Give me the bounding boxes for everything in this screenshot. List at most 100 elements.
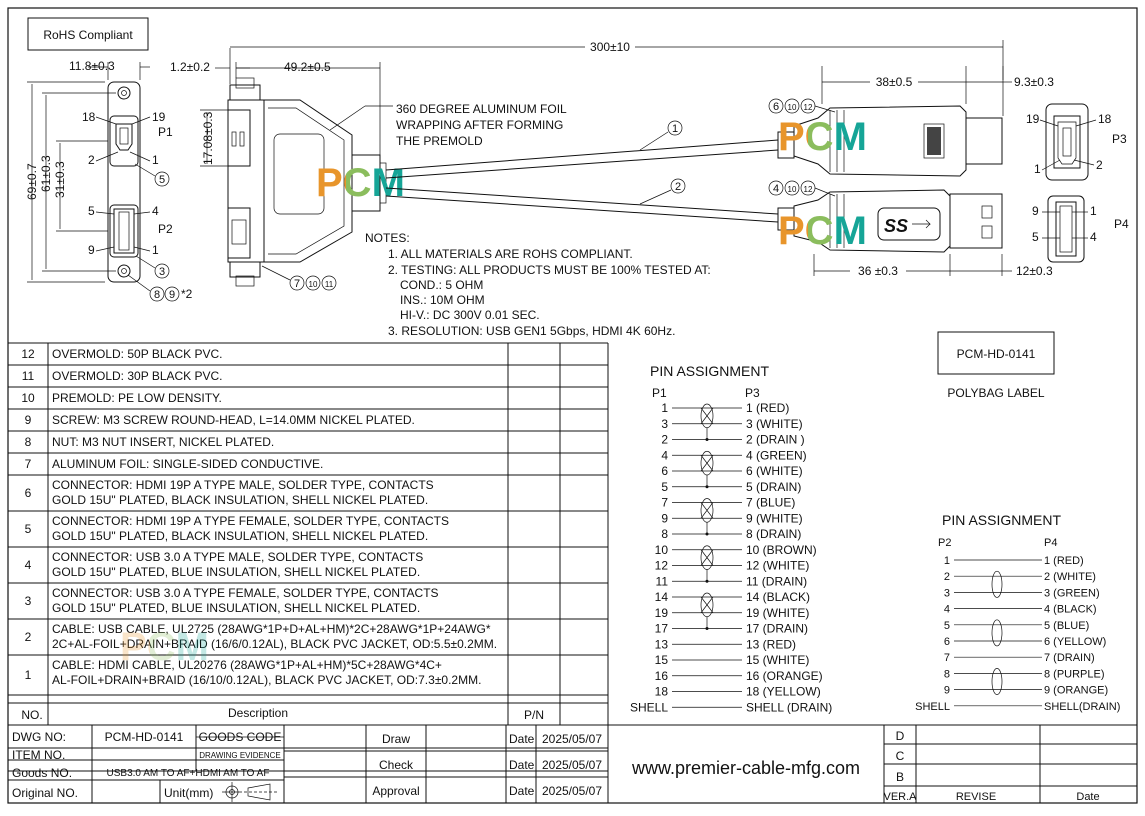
- callout-8: 8: [154, 289, 160, 301]
- pin-hdmi-right-head: P3: [745, 386, 760, 400]
- pin-usb-title: PIN ASSIGNMENT: [942, 512, 1061, 528]
- dim-69: 69±0.7: [25, 163, 39, 200]
- hdmi-plug-dimensions: 38±0.5 9.3±0.3: [821, 66, 1054, 116]
- note-2-cond: COND.: 5 OHM: [400, 278, 483, 292]
- pin-to: 11 (DRAIN): [746, 574, 807, 588]
- pin-from: 8: [944, 668, 950, 680]
- pin-from: 11: [656, 574, 669, 588]
- bom-row-no: 3: [25, 594, 32, 608]
- bom-row-no: 10: [21, 391, 35, 405]
- p1-pin1: 1: [152, 153, 159, 167]
- pin-from: SHELL: [630, 700, 668, 714]
- draw-label: Draw: [382, 732, 410, 746]
- pin-from: 12: [655, 559, 669, 573]
- website-url[interactable]: www.premier-cable-mfg.com: [631, 758, 860, 778]
- pin-from: 1: [944, 555, 950, 567]
- pin-to: 5 (DRAIN): [746, 480, 801, 494]
- dwg-no-label: DWG NO:: [12, 730, 66, 744]
- pin-from: 16: [655, 669, 669, 683]
- pin-from: 9: [661, 511, 668, 525]
- bom-header-pn: P/N: [524, 708, 544, 722]
- panel-side-view: [227, 77, 387, 287]
- pin-to: 1 (RED): [746, 401, 789, 415]
- rev-date-label: Date: [1076, 791, 1099, 803]
- bom-row-no: 1: [25, 668, 32, 682]
- usb-plug-dimensions: 36 ±0.3 12±0.3: [813, 254, 1053, 278]
- dim-1-2: 1.2±0.2: [170, 60, 210, 74]
- bom-row-no: 4: [25, 558, 32, 572]
- pin-from: 3: [661, 417, 668, 431]
- p4-label: P4: [1114, 217, 1129, 231]
- bom-row-description: AL-FOIL+DRAIN+BRAID (16/10/0.12AL), BLAC…: [52, 673, 481, 687]
- cable-callout-1: 1: [672, 123, 678, 135]
- callout-7: 7: [294, 278, 300, 290]
- pin-row: 11 11 (DRAIN): [656, 574, 808, 588]
- callout-9: 9: [169, 289, 175, 301]
- pin-row: 12 12 (WHITE): [655, 559, 810, 573]
- pin-to: 13 (RED): [746, 637, 796, 651]
- title-block: DWG NO: PCM-HD-0141 GOODS CODE ITEM NO. …: [8, 725, 1137, 803]
- bom-row-no: 12: [21, 347, 35, 361]
- pcm-logo-text: PCM: [778, 209, 867, 253]
- p1-pin2: 2: [88, 153, 95, 167]
- dim-38: 38±0.5: [876, 75, 913, 89]
- dim-12: 12±0.3: [1016, 264, 1053, 278]
- p2-pin5: 5: [88, 204, 95, 218]
- dim-17-08: 17.08±0.3: [201, 111, 215, 165]
- bom-row-description: CABLE: USB CABLE, UL2725 (28AWG*1P+D+AL+…: [52, 622, 491, 636]
- note-2-hiv: HI-V.: DC 300V 0.01 SEC.: [400, 308, 540, 322]
- projection-symbol-cone: [247, 783, 271, 801]
- drain-dot: [705, 627, 709, 630]
- bom-row-description: ALUMINUM FOIL: SINGLE-SIDED CONDUCTIVE.: [52, 457, 323, 471]
- p3-pin1: 1: [1034, 162, 1041, 176]
- pin-usb-left-head: P2: [938, 537, 951, 549]
- pin-to: 3 (WHITE): [746, 417, 803, 431]
- goods-code-label: GOODS CODE: [199, 730, 282, 744]
- polybag-label-caption: POLYBAG LABEL: [947, 386, 1044, 400]
- front-view-dimensions: 11.8±0.3 69±0.7 61±0.3 31±0.3: [25, 59, 150, 283]
- p4-pin4: 4: [1090, 230, 1097, 244]
- sheet-border: [7, 7, 1138, 804]
- pin-to: 2 (DRAIN ): [746, 433, 805, 447]
- drain-dot: [705, 532, 709, 536]
- pin-from: 6: [944, 636, 950, 648]
- p4-pin9: 9: [1032, 204, 1039, 218]
- polybag-label-text: PCM-HD-0141: [957, 347, 1036, 361]
- dim-300: 300±10: [590, 40, 630, 54]
- callout-12b: 12: [804, 185, 813, 194]
- pin-from: 2: [944, 571, 950, 583]
- bom-header-no: NO.: [21, 708, 42, 722]
- pcm-logo-text: PCM: [778, 115, 867, 159]
- pin-to: SHELL(DRAIN): [1044, 701, 1120, 713]
- pin-to: 7 (DRAIN): [1044, 652, 1095, 664]
- foil-note: 360 DEGREE ALUMINUM FOIL WRAPPING AFTER …: [329, 102, 567, 148]
- pin-to: 18 (YELLOW): [746, 685, 821, 699]
- callout-10b: 10: [788, 103, 797, 112]
- dim-36: 36 ±0.3: [858, 264, 898, 278]
- pin-to: 15 (WHITE): [746, 653, 809, 667]
- callout-4: 4: [773, 183, 779, 195]
- pin-to: 14 (BLACK): [746, 590, 810, 604]
- pin-from: 14: [655, 590, 669, 604]
- pin-to: 8 (PURPLE): [1044, 668, 1105, 680]
- p2-pin1: 1: [152, 243, 159, 257]
- callout-6: 6: [773, 101, 779, 113]
- pin-to: 12 (WHITE): [746, 559, 809, 573]
- rev-b: B: [896, 770, 904, 784]
- foil-note-line2: WRAPPING AFTER FORMING: [396, 118, 563, 132]
- pin-to: SHELL (DRAIN): [746, 700, 832, 714]
